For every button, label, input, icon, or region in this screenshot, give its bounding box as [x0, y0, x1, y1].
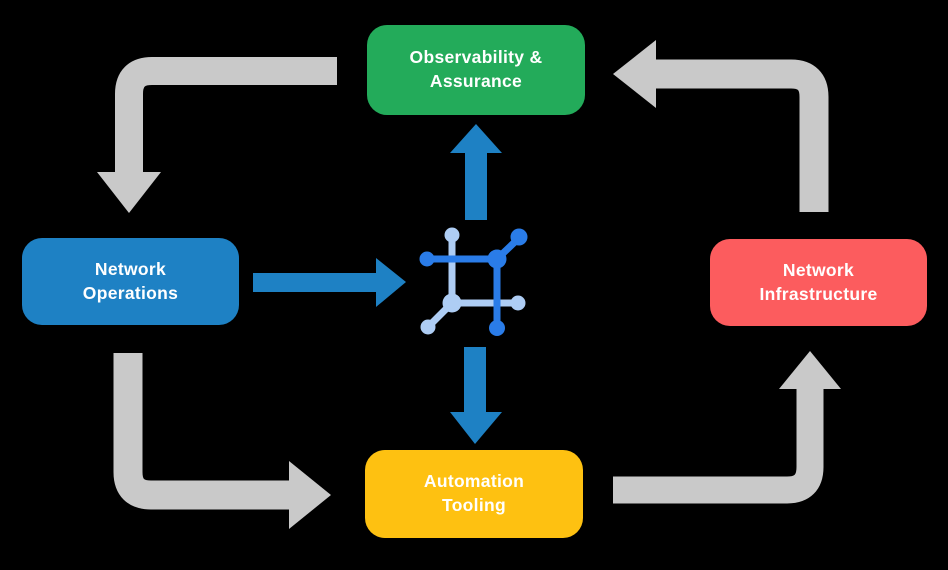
node-label-line: Network	[94, 258, 167, 279]
node-network-infrastructure: Network Infrastructure	[710, 239, 927, 326]
node-label-line: Operations	[82, 282, 179, 303]
arrowhead-right-icon	[376, 258, 406, 307]
arrowhead-right-icon	[289, 461, 331, 529]
arrowhead-up-icon	[450, 124, 502, 153]
arrow-hub-to-observability	[450, 124, 502, 220]
arrowhead-left-icon	[613, 40, 656, 108]
arrow-hub-to-automation	[450, 347, 502, 444]
cycle-arrow-infrastructure-to-observability	[613, 40, 829, 212]
arrowhead-down-icon	[450, 412, 502, 444]
node-observability-assurance: Observability & Assurance	[367, 25, 585, 115]
node-label-line: Observability &	[409, 47, 543, 68]
node-automation-tooling: Automation Tooling	[365, 450, 583, 538]
node-label-line: Tooling	[442, 495, 506, 515]
node-network-operations: Network Operations	[22, 238, 239, 325]
hub-dark-nodes	[419, 228, 528, 336]
node-label-line: Automation	[423, 471, 525, 492]
arrowhead-down-icon	[97, 172, 161, 213]
cycle-arrow-observability-to-operations	[97, 57, 337, 213]
node-label-line: Infrastructure	[759, 283, 878, 304]
cycle-arrow-automation-to-infrastructure	[613, 351, 841, 504]
node-label-line: Assurance	[429, 71, 523, 91]
arrow-operations-to-hub	[253, 258, 406, 307]
network-hub-icon	[419, 227, 528, 336]
arrowhead-up-icon	[779, 351, 841, 389]
hub-light-nodes	[420, 227, 526, 335]
cycle-arrow-operations-to-automation	[113, 353, 331, 529]
node-label-line: Network	[782, 259, 855, 280]
